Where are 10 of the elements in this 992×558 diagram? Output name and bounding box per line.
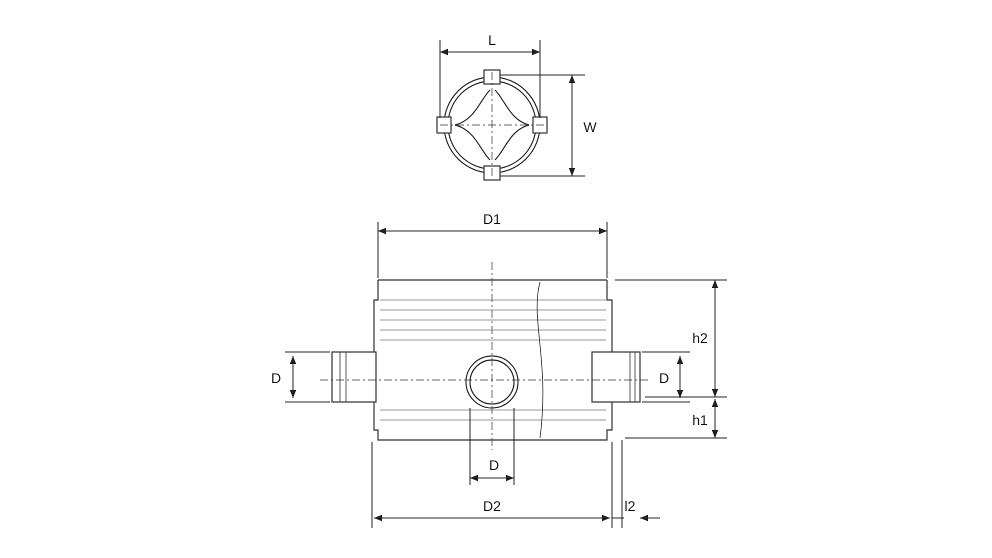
dimension-label: D bbox=[488, 457, 500, 473]
dimension-label: D bbox=[270, 370, 282, 386]
dimension-label: D1 bbox=[483, 211, 501, 227]
dimension-label: h1 bbox=[692, 412, 708, 428]
dimension-label: W bbox=[583, 119, 597, 135]
dimension-label: L bbox=[488, 32, 496, 48]
dimension-label: h2 bbox=[692, 330, 708, 346]
dimension-label: l2 bbox=[624, 498, 636, 514]
dimension-label: D2 bbox=[483, 498, 501, 514]
dimension-label: D bbox=[658, 370, 670, 386]
